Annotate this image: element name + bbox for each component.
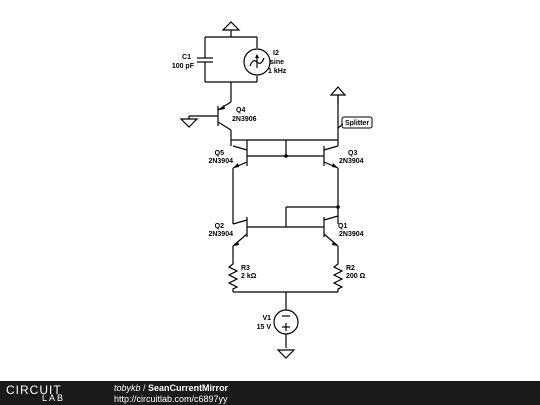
q2-label: Q2 (215, 223, 224, 230)
q5-part: 2N3904 (208, 158, 233, 165)
c1-i2-parallel-block (204, 36, 258, 102)
q3-label: Q3 (348, 150, 357, 157)
q3-part: 2N3904 (339, 158, 364, 165)
splitter-label: Splitter (345, 120, 369, 127)
bottom-bus (233, 291, 338, 310)
circuit-title: SeanCurrentMirror (148, 383, 229, 393)
q4-label: Q4 (236, 107, 245, 114)
footer-title-line: tobykb / SeanCurrentMirror (114, 383, 228, 394)
c1-capacitor (197, 57, 213, 63)
i2-type: sine (270, 59, 284, 66)
v1-label: V1 (262, 315, 271, 322)
r3-resistor (227, 262, 239, 292)
v1-value: 15 V (257, 324, 272, 331)
i2-label: I2 (273, 50, 279, 57)
splitter-probe (329, 86, 373, 129)
mirror-tie-wire (285, 205, 340, 227)
r3-label: R3 (241, 265, 250, 272)
q1-part: 2N3904 (339, 231, 364, 238)
q4-part: 2N3906 (232, 116, 257, 123)
i2-freq: 1 kHz (268, 68, 287, 75)
footer-bar: CIRCUIT LAB tobykb / SeanCurrentMirror h… (0, 381, 540, 405)
top-ground-symbol (221, 21, 241, 37)
q5-label: Q5 (215, 150, 224, 157)
c1-label: C1 (182, 54, 191, 61)
q3-npn-transistor (286, 145, 339, 224)
bottom-ground-symbol (276, 349, 296, 359)
v1-voltage-source (273, 309, 299, 348)
r2-value: 200 Ω (346, 273, 366, 280)
q2-part: 2N3904 (208, 231, 233, 238)
q1-npn-transistor (286, 215, 339, 262)
circuit-schematic: C1 100 pF I2 sine 1 kHz Q4 2N3906 Q5 2N3… (172, 21, 373, 359)
logo-bottom-text: LAB (42, 393, 66, 403)
q4-pnp-transistor (189, 101, 232, 140)
logo-top-text: CIRCUIT (6, 383, 62, 397)
footer-text: tobykb / SeanCurrentMirror http://circui… (114, 383, 228, 405)
q2-npn-transistor (232, 217, 286, 262)
r2-label: R2 (346, 265, 355, 272)
circuitlab-logo: CIRCUIT LAB (6, 383, 94, 403)
circuit-url[interactable]: http://circuitlab.com/c6897yy (114, 394, 228, 404)
i2-sine-current-source (243, 48, 271, 76)
r3-value: 2 kΩ (241, 273, 257, 280)
q1-label: Q1 (338, 223, 347, 230)
c1-value: 100 pF (172, 63, 195, 70)
r2-resistor (332, 262, 344, 292)
author-link[interactable]: tobykb (114, 383, 141, 393)
base-ground-symbol (179, 116, 199, 128)
path-separator: / (140, 383, 149, 393)
q5-npn-transistor (232, 145, 286, 224)
